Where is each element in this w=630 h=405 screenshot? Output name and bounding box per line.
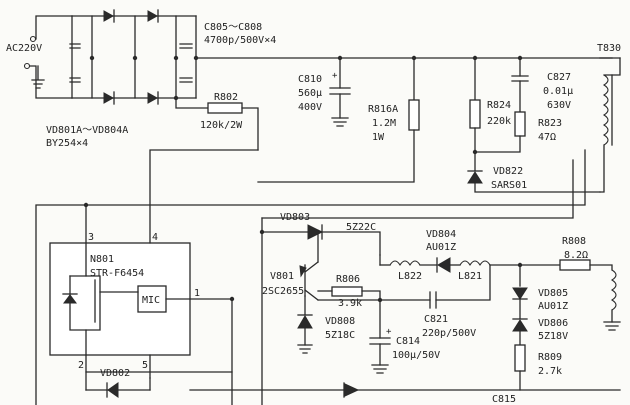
label-mic: MIC [142, 295, 160, 306]
label-r824-value: 220k [487, 116, 511, 127]
label-bridge: VD801A～VD804A [46, 125, 128, 136]
label-r824: R824 [487, 100, 511, 111]
label-c827: C827 [547, 72, 571, 83]
label-c810-cap: 560μ [298, 88, 322, 99]
label-r808-value: 8.2Ω [564, 250, 588, 261]
label-vd805: VD805 [538, 288, 568, 299]
capacitor-c810 [329, 57, 351, 127]
label-r823-value: 47Ω [538, 132, 556, 143]
label-vd804-value: AU01Z [426, 242, 456, 253]
label-v801: V801 [270, 271, 294, 282]
label-t830: T830 [597, 43, 621, 54]
label-v801-value: 2SC2655 [262, 286, 304, 297]
label-pin4: 4 [152, 232, 158, 243]
n801-ic [49, 149, 259, 405]
snubber-network [467, 57, 601, 193]
label-c810: C810 [298, 74, 322, 85]
label-r809-value: 2.7k [538, 366, 562, 377]
label-vd822: VD822 [493, 166, 523, 177]
ac-input-terminals [23, 15, 73, 99]
label-vd822-value: SARS01 [491, 180, 527, 191]
label-vd804: VD804 [426, 229, 456, 240]
hv-bus [193, 55, 621, 61]
transformer-t830 [599, 57, 621, 311]
label-c821: C821 [424, 314, 448, 325]
label-r806-value: 3.9k [338, 298, 362, 309]
label-pin5: 5 [142, 360, 148, 371]
label-c805-c808-value: 4700p/500V×4 [204, 35, 276, 46]
resistor-r816a [257, 57, 420, 183]
label-bridge-value: BY254×4 [46, 138, 88, 149]
label-r809: R809 [538, 352, 562, 363]
label-vd806: VD806 [538, 318, 568, 329]
resistor-r802 [173, 95, 259, 151]
label-r808: R808 [562, 236, 586, 247]
label-c821-value: 220p/500V [422, 328, 476, 339]
label-n801: N801 [90, 254, 114, 265]
feedback-circuit [189, 217, 621, 405]
label-pin3: 3 [88, 232, 94, 243]
label-c814-plus: + [386, 327, 392, 337]
label-c827-volt: 630V [547, 100, 571, 111]
label-r816a-power: 1W [372, 132, 385, 143]
label-r816a-value: 1.2M [372, 118, 396, 129]
label-n801-value: STR-F6454 [90, 268, 144, 279]
label-r806: R806 [336, 274, 360, 285]
label-vd802: VD802 [100, 368, 130, 379]
bridge-rectifier [69, 9, 197, 105]
label-l821: L821 [458, 271, 482, 282]
label-pin1: 1 [194, 288, 200, 299]
label-c810-volt: 400V [298, 102, 322, 113]
label-pin2: 2 [78, 360, 84, 371]
label-r823: R823 [538, 118, 562, 129]
label-vd808: VD808 [325, 316, 355, 327]
label-vd806-value: 5Z18V [538, 331, 568, 342]
label-c810-plus: + [332, 71, 338, 81]
label-c805-c808: C805～C808 [204, 22, 262, 33]
label-vd805-value: AU01Z [538, 301, 568, 312]
feedback-lines [35, 149, 586, 405]
label-c814: C814 [396, 336, 420, 347]
label-vd803: VD803 [280, 212, 310, 223]
label-c815: C815 [492, 394, 516, 405]
label-c827-cap: 0.01μ [543, 86, 573, 97]
label-vd808-value: 5Z18C [325, 330, 355, 341]
label-ac220v: AC220V [6, 43, 42, 54]
label-r816a: R816A [368, 104, 398, 115]
label-c814-value: 100μ/50V [392, 350, 440, 361]
label-vd803-value: 5Z22C [346, 222, 376, 233]
label-r802-value: 120k/2W [200, 120, 243, 131]
label-l822: L822 [398, 271, 422, 282]
label-r802: R802 [214, 92, 238, 103]
